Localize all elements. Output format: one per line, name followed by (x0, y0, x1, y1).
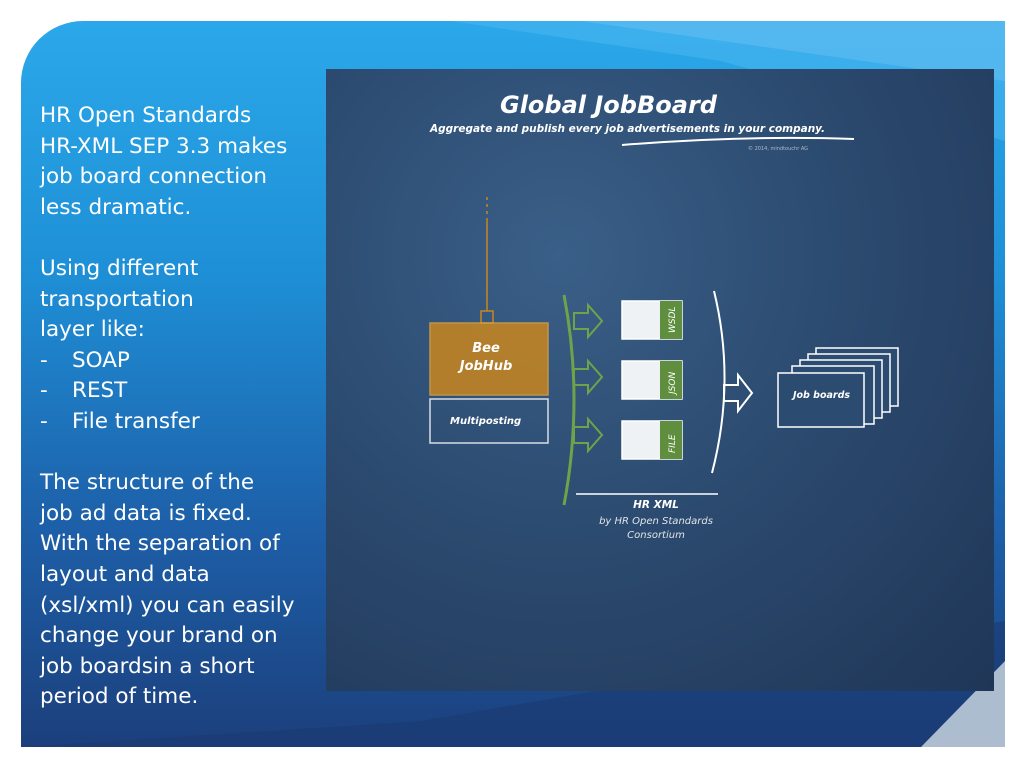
list-item-label: SOAP (72, 347, 130, 373)
bullet-dash: - (40, 378, 48, 404)
output-arrow-icon (723, 372, 754, 414)
slide-text: HR Open Standards HR-XML SEP 3.3 makes j… (40, 101, 320, 713)
document-spine (660, 421, 682, 459)
format-arrow-icon (573, 302, 604, 340)
standard-label: HR XML (633, 499, 679, 511)
intro-paragraph: HR Open Standards HR-XML SEP 3.3 makes j… (40, 103, 288, 220)
diagram-title: Global JobBoard (500, 91, 718, 119)
chalkboard-diagram: Global JobBoard Aggregate and publish ev… (326, 69, 994, 691)
output-bracket (711, 290, 726, 474)
hub-label-line1: Bee (472, 341, 500, 356)
decor-band-top (451, 21, 1005, 141)
format-label: WSDL (668, 306, 678, 333)
standard-by-line1: by HR Open Standards (599, 516, 713, 527)
format-doc-wsdl: WSDL (621, 300, 683, 340)
transport-heading: Using different transportation layer lik… (40, 255, 199, 343)
format-label: FILE (668, 434, 678, 453)
spacer (40, 438, 320, 469)
list-item: -REST (40, 376, 320, 407)
title-underline (621, 136, 855, 146)
spacer (40, 223, 320, 254)
format-doc-file: FILE (621, 420, 683, 460)
job-boards-label: Job boards (791, 390, 850, 401)
format-arrow-icon (573, 416, 604, 454)
decor-band-top-light (581, 21, 1005, 81)
format-arrow-icon (573, 358, 604, 396)
list-item: -File transfer (40, 407, 320, 438)
list-item-label: File transfer (72, 408, 200, 434)
bullet-dash: - (40, 347, 48, 373)
bullet-dash: - (40, 408, 48, 434)
document-spine (660, 301, 682, 339)
multiposting-box (429, 398, 549, 444)
board-sheet-front (777, 372, 865, 428)
hub-label-line2: JobHub (457, 359, 513, 374)
format-doc-json: JSON (621, 360, 683, 400)
standard-by-line2: Consortium (627, 530, 685, 541)
diagram-subtitle: Aggregate and publish every job advertis… (429, 123, 825, 135)
diagram-copyright: © 2014, mindtouchr AG (748, 145, 808, 152)
format-bracket (562, 294, 576, 506)
antenna-base (480, 310, 494, 324)
transport-list: -SOAP -REST -File transfer (40, 346, 320, 438)
format-label: JSON (668, 372, 678, 396)
diagram-canvas: Global JobBoard Aggregate and publish ev… (429, 91, 899, 541)
list-item-label: REST (72, 378, 128, 404)
hub-box (429, 322, 549, 396)
decor-band-bottom (21, 621, 1005, 747)
list-item: -SOAP (40, 346, 320, 377)
structure-paragraph: The structure of the job ad data is fixe… (40, 470, 295, 710)
document-spine (660, 361, 682, 399)
job-boards-stack: Job boards (777, 347, 899, 428)
multiposting-label: Multiposting (450, 416, 521, 427)
